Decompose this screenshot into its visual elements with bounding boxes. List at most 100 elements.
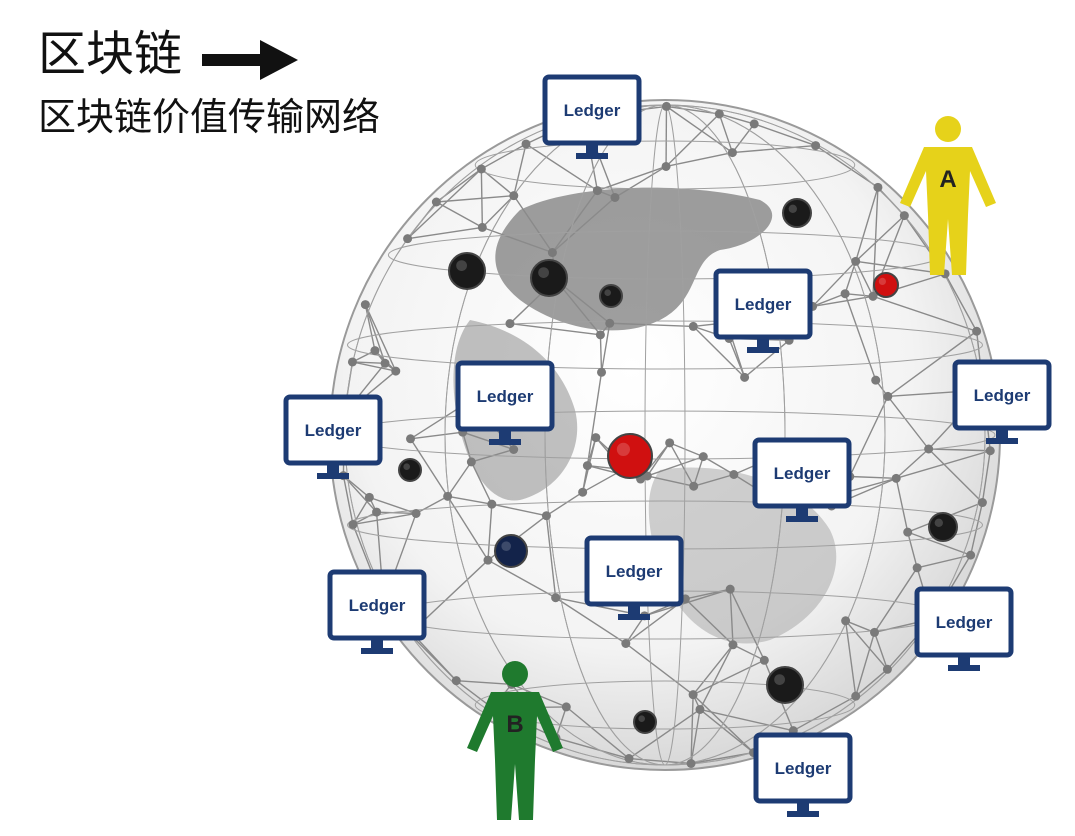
ledger-far-left: Ledger bbox=[283, 394, 383, 479]
small-node bbox=[972, 326, 982, 336]
mesh-line bbox=[628, 708, 701, 760]
small-node bbox=[348, 519, 358, 529]
mesh-line bbox=[744, 339, 790, 378]
monitor-base bbox=[317, 473, 349, 479]
mesh-line bbox=[600, 323, 611, 373]
small-node bbox=[403, 234, 413, 244]
small-node bbox=[476, 164, 486, 174]
small-node bbox=[749, 119, 759, 129]
dark-node bbox=[494, 534, 528, 568]
small-node bbox=[840, 289, 850, 299]
mesh-line bbox=[647, 475, 694, 487]
mesh-line bbox=[896, 450, 991, 480]
mesh-line bbox=[699, 708, 794, 732]
ledger-label: Ledger bbox=[305, 421, 362, 440]
mesh-line bbox=[364, 304, 376, 351]
monitor-neck bbox=[958, 655, 970, 667]
mesh-line bbox=[753, 123, 816, 147]
dark-node bbox=[766, 666, 804, 704]
small-node bbox=[561, 702, 571, 712]
right-arrow-icon bbox=[202, 40, 298, 80]
mesh-line bbox=[855, 261, 874, 297]
mesh-line bbox=[873, 567, 918, 633]
monitor-base bbox=[361, 648, 393, 654]
mesh-line bbox=[849, 475, 897, 480]
monitor-neck bbox=[371, 638, 383, 650]
mesh-line bbox=[729, 589, 734, 645]
mesh-line bbox=[436, 201, 483, 229]
mesh-line bbox=[525, 143, 598, 192]
small-node bbox=[372, 507, 382, 517]
small-node bbox=[443, 491, 453, 501]
small-node bbox=[505, 319, 515, 329]
small-node bbox=[695, 704, 705, 714]
ledger-center-bottom: Ledger bbox=[584, 535, 684, 620]
mesh-line bbox=[684, 598, 734, 646]
dark-node bbox=[599, 284, 623, 308]
mesh-line bbox=[669, 442, 704, 458]
small-node bbox=[595, 330, 605, 340]
mesh-line bbox=[456, 679, 512, 686]
small-node bbox=[924, 444, 934, 454]
small-node bbox=[740, 372, 750, 382]
people-group: AB bbox=[467, 116, 996, 820]
small-node bbox=[406, 434, 416, 444]
small-node bbox=[689, 481, 699, 491]
parallel-line bbox=[474, 140, 856, 190]
dark-node bbox=[633, 710, 657, 734]
ledger-label: Ledger bbox=[564, 101, 621, 120]
mesh-line bbox=[609, 322, 694, 328]
mesh-line bbox=[719, 113, 755, 125]
ledger-upper-right-inner: Ledger bbox=[713, 268, 813, 353]
mesh-line bbox=[928, 448, 991, 452]
mesh-line bbox=[614, 165, 667, 199]
ledger-center-left: Ledger bbox=[455, 360, 555, 445]
mesh-line bbox=[480, 168, 484, 228]
mesh-line bbox=[887, 330, 978, 397]
small-node bbox=[883, 391, 893, 401]
monitor-neck bbox=[628, 604, 640, 616]
monitor-base bbox=[948, 665, 980, 671]
mesh-line bbox=[647, 455, 704, 477]
red-node bbox=[873, 272, 899, 298]
small-node bbox=[521, 139, 531, 149]
mesh-line bbox=[545, 515, 557, 598]
dark-node bbox=[782, 198, 812, 228]
mesh-line bbox=[487, 559, 556, 599]
continent-shape bbox=[495, 187, 773, 331]
ledger-label: Ledger bbox=[606, 562, 663, 581]
small-node bbox=[509, 445, 519, 455]
mesh-line bbox=[699, 708, 754, 754]
monitor-neck bbox=[797, 801, 809, 813]
mesh-line bbox=[364, 304, 397, 372]
small-node bbox=[411, 508, 421, 518]
title: 区块链 bbox=[38, 26, 183, 82]
small-node bbox=[759, 655, 769, 665]
small-node bbox=[851, 691, 861, 701]
mesh-line bbox=[718, 113, 734, 153]
small-node bbox=[903, 527, 913, 537]
mesh-line bbox=[342, 475, 354, 525]
mesh-line bbox=[928, 448, 983, 504]
mesh-line bbox=[845, 293, 874, 298]
ledger-label: Ledger bbox=[974, 386, 1031, 405]
small-node bbox=[477, 222, 487, 232]
small-node bbox=[729, 469, 739, 479]
small-node bbox=[380, 358, 390, 368]
small-node bbox=[483, 555, 493, 565]
small-node bbox=[851, 256, 861, 266]
mesh-line bbox=[410, 431, 463, 440]
small-node bbox=[891, 473, 901, 483]
monitor-base bbox=[618, 614, 650, 620]
person-letter: B bbox=[506, 711, 523, 738]
ledger-far-right: Ledger bbox=[952, 359, 1052, 444]
mesh-line bbox=[581, 465, 589, 493]
small-node bbox=[698, 452, 708, 462]
mesh-line bbox=[409, 438, 449, 497]
small-node bbox=[665, 438, 675, 448]
monitor-base bbox=[576, 153, 608, 159]
mesh-line bbox=[482, 226, 553, 254]
small-node bbox=[592, 186, 602, 196]
mesh-line bbox=[907, 531, 918, 568]
small-node bbox=[728, 640, 738, 650]
